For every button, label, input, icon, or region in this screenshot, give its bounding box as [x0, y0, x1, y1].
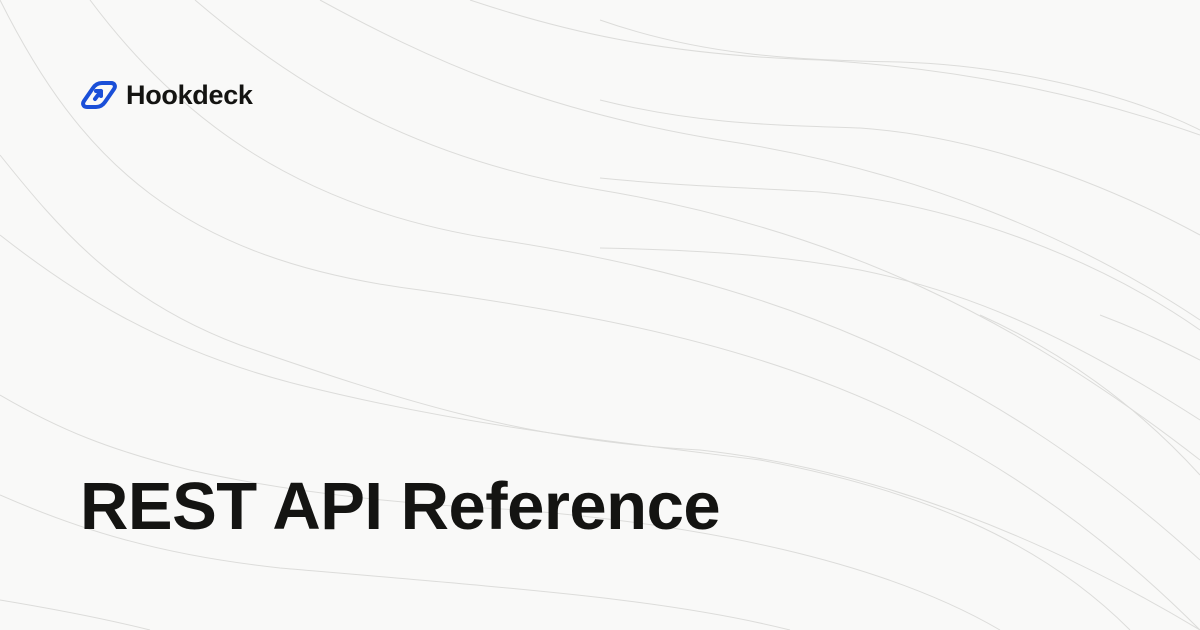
page-title: REST API Reference: [80, 469, 721, 544]
hookdeck-link-icon: [81, 81, 117, 109]
brand-logo[interactable]: Hookdeck: [80, 80, 253, 110]
brand-name: Hookdeck: [126, 79, 253, 110]
